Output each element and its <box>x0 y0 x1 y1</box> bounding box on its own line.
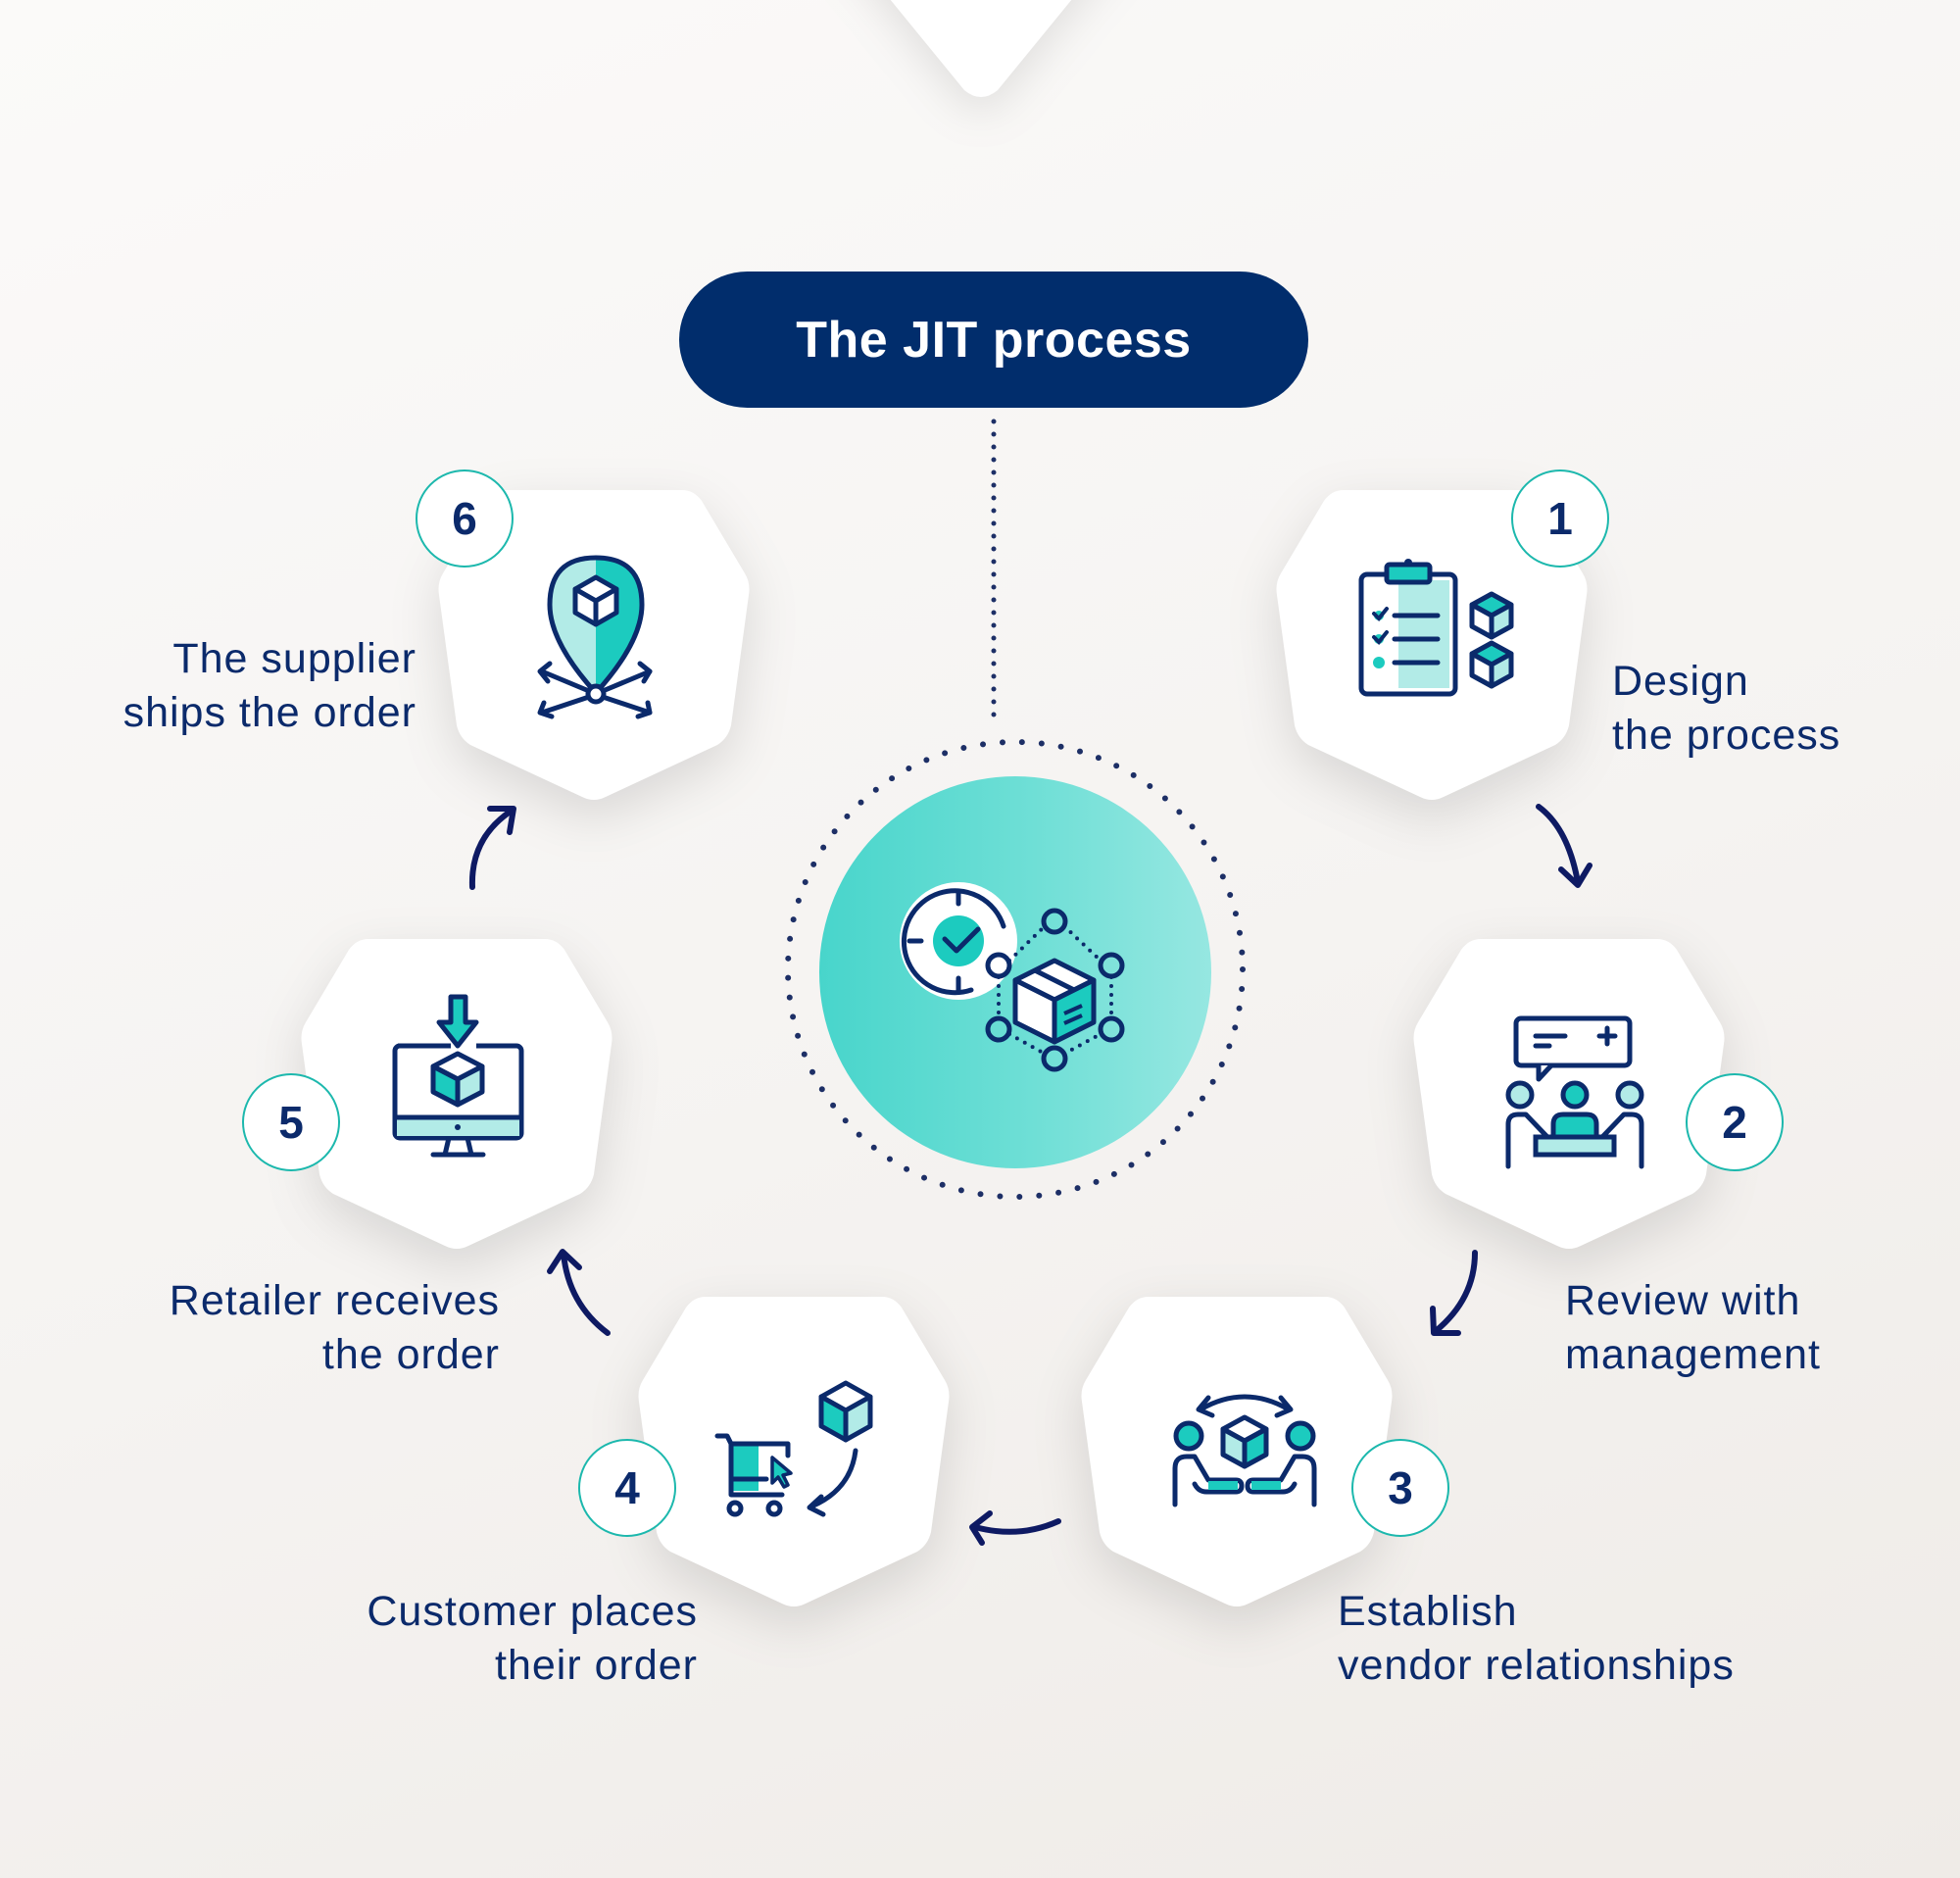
step-1-label: Design the process <box>1612 658 1841 759</box>
step-4-hexagon <box>638 1297 950 1606</box>
arrow-3-to-4 <box>969 1510 1061 1546</box>
arrow-2-to-3 <box>1430 1250 1478 1336</box>
title-pill: The JIT process <box>679 272 1308 408</box>
step-6-label: The supplier ships the order <box>122 635 416 736</box>
step-2-label: Review with management <box>1565 1277 1821 1378</box>
arrow-4-to-5 <box>547 1249 611 1336</box>
meeting-discussion-icon <box>1505 1015 1644 1169</box>
step-4-label: Customer places their order <box>367 1588 698 1689</box>
step-1-badge: 1 <box>1511 470 1609 568</box>
location-pin-box-distribute-icon <box>537 555 653 719</box>
clipboard-checklist-boxes-icon <box>1358 559 1514 697</box>
step-3-label: Establish vendor relationships <box>1338 1588 1735 1689</box>
arrow-1-to-2 <box>1536 804 1592 888</box>
handshake-box-exchange-icon <box>1172 1394 1317 1507</box>
step-5-label: Retailer receives the order <box>169 1277 500 1378</box>
top-partial-hexagon <box>890 0 1072 97</box>
arrow-5-to-6 <box>468 806 516 890</box>
step-3-badge: 3 <box>1351 1439 1449 1537</box>
step-4-badge: 4 <box>578 1439 676 1537</box>
page-title: The JIT process <box>796 311 1192 369</box>
dotted-connector <box>991 419 997 728</box>
center-disc <box>819 776 1211 1168</box>
center-dotted-ring <box>785 739 1246 1200</box>
step-5-badge: 5 <box>242 1073 340 1171</box>
step-6-badge: 6 <box>416 470 514 568</box>
monitor-box-download-icon <box>392 994 524 1158</box>
clock-check-package-network-icon <box>900 882 1125 1072</box>
step-2-badge: 2 <box>1686 1073 1784 1171</box>
shopping-cart-box-icon <box>714 1380 873 1517</box>
